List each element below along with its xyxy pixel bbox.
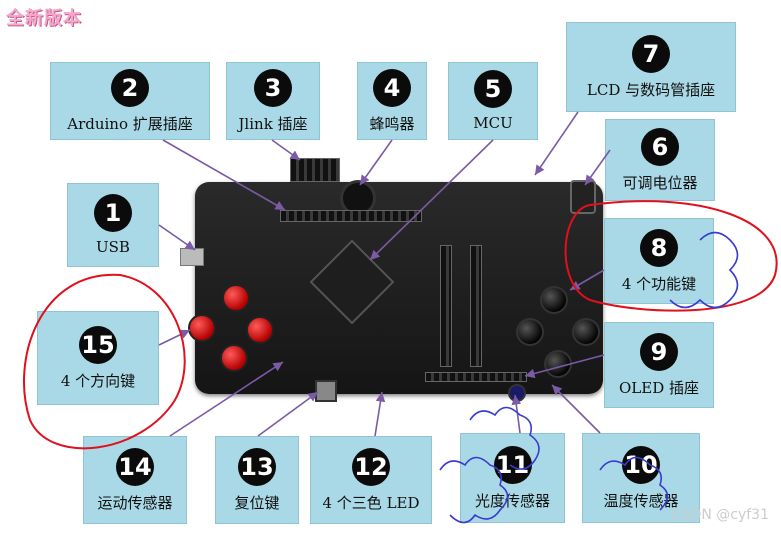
key-down <box>220 344 248 372</box>
callout-label: OLED 插座 <box>618 378 699 397</box>
callout-2: 2 Arduino 扩展插座 <box>50 62 210 140</box>
callout-label: 4 个三色 LED <box>322 493 420 512</box>
callout-number: 15 <box>79 325 117 364</box>
lcd-header-2 <box>470 245 482 367</box>
light-sensor <box>508 384 526 402</box>
key-left <box>188 314 216 342</box>
callout-8: 8 4 个功能键 <box>604 218 714 304</box>
version-badge: 全新版本 <box>6 8 82 29</box>
callout-number: 12 <box>352 447 390 486</box>
callout-label: 运动传感器 <box>97 493 173 512</box>
callout-number: 4 <box>373 68 411 107</box>
callout-number: 2 <box>111 68 149 107</box>
callout-label: USB <box>96 238 130 256</box>
callout-number: 3 <box>254 68 292 107</box>
callout-label: Jlink 插座 <box>238 114 308 133</box>
key-up <box>222 284 250 312</box>
callout-label: 复位键 <box>234 493 280 512</box>
key-c <box>572 318 600 346</box>
callout-number: 9 <box>640 332 678 371</box>
callout-14: 14 运动传感器 <box>83 436 187 524</box>
callout-number: 6 <box>641 127 679 166</box>
callout-label: MCU <box>473 114 513 132</box>
callout-label: 蜂鸣器 <box>369 114 415 133</box>
jlink-header <box>290 158 340 182</box>
callout-6: 6 可调电位器 <box>605 119 715 201</box>
reset-button <box>315 380 337 402</box>
arduino-header <box>280 210 422 222</box>
callout-number: 10 <box>622 445 660 484</box>
callout-15: 15 4 个方向键 <box>37 311 159 405</box>
potentiometer <box>570 180 596 214</box>
callout-number: 11 <box>493 445 532 484</box>
callout-label: 温度传感器 <box>603 491 679 510</box>
watermark: CSDN @cyf31 <box>671 507 769 523</box>
callout-4: 4 蜂鸣器 <box>357 62 427 140</box>
callout-number: 5 <box>474 70 512 108</box>
oled-header <box>425 372 527 382</box>
callout-label: LCD 与数码管插座 <box>586 80 716 99</box>
callout-13: 13 复位键 <box>215 436 299 524</box>
key-d <box>544 350 572 378</box>
callout-12: 12 4 个三色 LED <box>310 436 432 524</box>
callout-3: 3 Jlink 插座 <box>226 62 320 140</box>
callout-1: 1 USB <box>67 183 159 267</box>
key-b <box>516 318 544 346</box>
key-right <box>246 316 274 344</box>
callout-number: 14 <box>116 447 154 486</box>
usb-port <box>180 248 204 266</box>
callout-7: 7 LCD 与数码管插座 <box>566 22 736 112</box>
callout-label: 4 个方向键 <box>60 371 136 390</box>
callout-label: Arduino 扩展插座 <box>67 114 193 133</box>
callout-number: 8 <box>640 228 678 267</box>
callout-number: 1 <box>94 194 132 232</box>
callout-11: 11 光度传感器 <box>460 433 565 523</box>
callout-9: 9 OLED 插座 <box>604 322 714 408</box>
lcd-header <box>440 245 452 367</box>
callout-label: 光度传感器 <box>474 491 550 510</box>
callout-label: 可调电位器 <box>622 173 698 192</box>
callout-number: 13 <box>238 447 276 486</box>
callout-5: 5 MCU <box>448 62 538 140</box>
callout-number: 7 <box>632 34 670 73</box>
key-a <box>540 286 568 314</box>
callout-label: 4 个功能键 <box>621 274 697 293</box>
